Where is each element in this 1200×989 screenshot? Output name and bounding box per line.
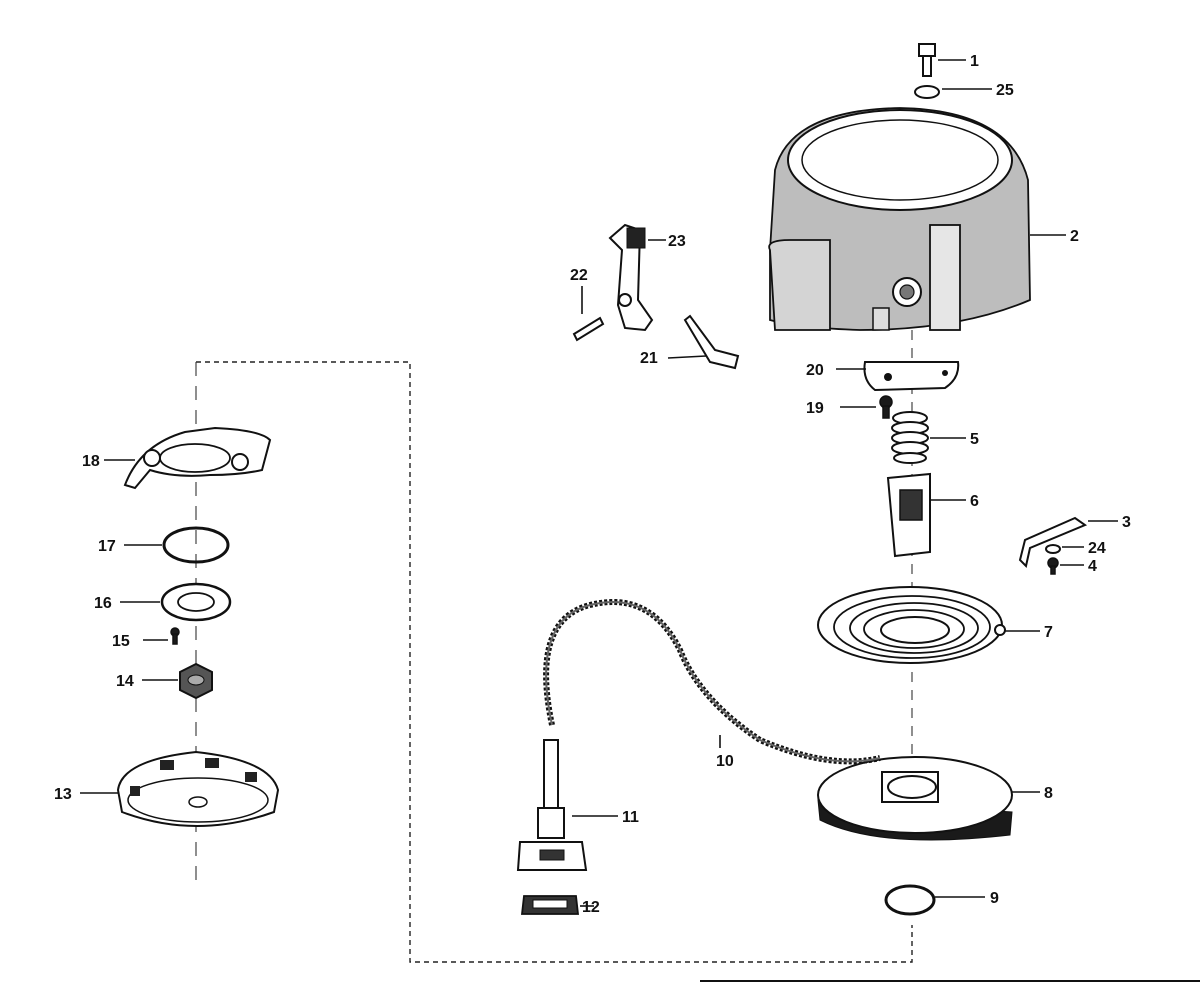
label-part-19: 19 xyxy=(806,400,824,417)
part-15-screw xyxy=(170,627,180,645)
part-11-handle xyxy=(516,739,588,871)
part-21-link xyxy=(683,314,740,370)
label-part-17: 17 xyxy=(98,538,116,555)
label-part-15: 15 xyxy=(112,633,130,650)
label-part-10: 10 xyxy=(716,753,734,770)
label-part-21: 21 xyxy=(640,350,658,367)
label-part-23: 23 xyxy=(668,233,686,250)
label-part-2: 2 xyxy=(1070,228,1079,245)
label-part-22: 22 xyxy=(570,267,588,284)
part-14-nut xyxy=(179,662,213,700)
part-1-bolt xyxy=(918,43,936,77)
label-part-20: 20 xyxy=(806,362,824,379)
part-17-o-ring xyxy=(162,526,230,564)
label-part-18: 18 xyxy=(82,453,100,470)
part-3-bracket xyxy=(1018,516,1088,568)
leader-lines xyxy=(80,59,1118,907)
label-part-7: 7 xyxy=(1044,624,1053,641)
part-23-lever xyxy=(608,223,654,332)
label-part-24: 24 xyxy=(1088,540,1106,557)
label-part-6: 6 xyxy=(970,493,979,510)
part-13-cup xyxy=(116,750,280,827)
part-16-washer xyxy=(160,582,232,622)
label-part-9: 9 xyxy=(990,890,999,907)
label-part-1: 1 xyxy=(970,53,979,70)
label-part-8: 8 xyxy=(1044,785,1053,802)
part-9-retaining-ring xyxy=(884,884,936,916)
part-24-washer xyxy=(1045,544,1061,554)
part-25-washer xyxy=(914,85,940,99)
part-5-spring xyxy=(891,411,929,464)
part-12-insert xyxy=(520,895,580,915)
part-22-pin xyxy=(572,316,605,342)
part-8-pulley xyxy=(817,756,1013,841)
label-part-4: 4 xyxy=(1088,558,1097,575)
label-part-25: 25 xyxy=(996,82,1014,99)
part-18-cam xyxy=(123,426,272,490)
label-part-13: 13 xyxy=(54,786,72,803)
part-6-pawl xyxy=(886,472,931,558)
label-part-3: 3 xyxy=(1122,514,1131,531)
part-7-recoil-spring xyxy=(817,586,1006,664)
part-4-screw xyxy=(1047,557,1059,575)
part-20-plate xyxy=(863,361,960,392)
part-2-starter-housing xyxy=(768,107,1031,331)
label-part-12: 12 xyxy=(582,899,600,916)
label-part-14: 14 xyxy=(116,673,134,690)
label-part-16: 16 xyxy=(94,595,112,612)
part-19-screw xyxy=(879,395,893,419)
label-part-5: 5 xyxy=(970,431,979,448)
assembly-dashed-line xyxy=(196,361,913,963)
label-part-11: 11 xyxy=(622,809,639,826)
